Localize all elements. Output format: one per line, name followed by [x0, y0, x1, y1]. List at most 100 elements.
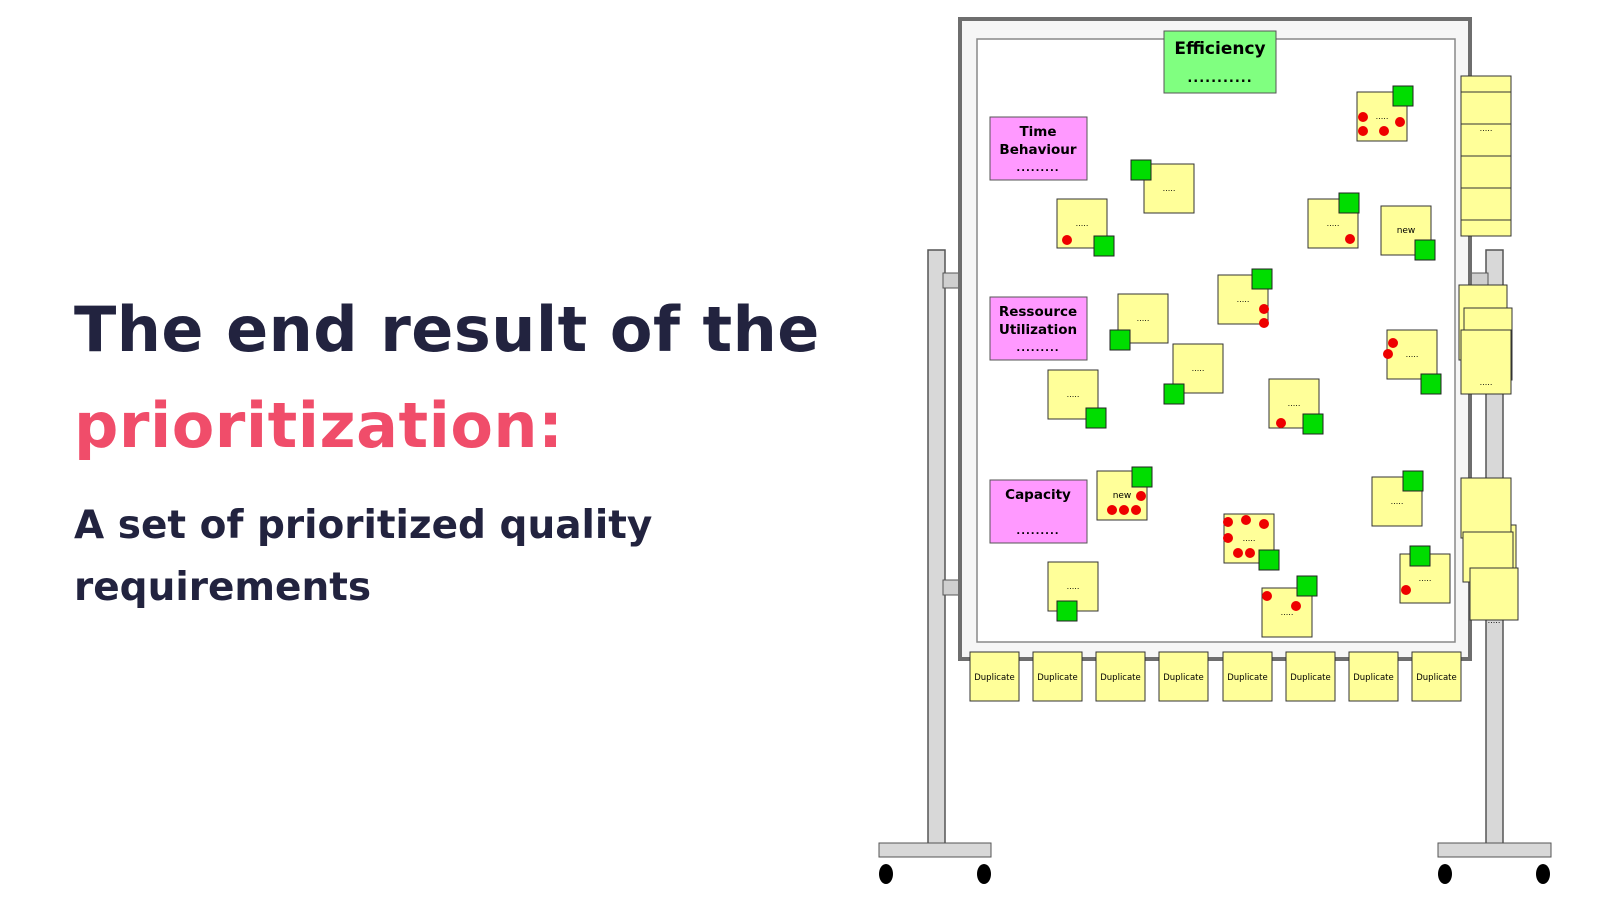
side-sticky-stacks: ........................................: [1459, 76, 1518, 625]
green-priority-marker: [1259, 550, 1279, 570]
sticky-note-text: .....: [1243, 534, 1256, 543]
sticky-note: .....: [1110, 294, 1168, 350]
sticky-note-text: .....: [1163, 184, 1176, 193]
duplicate-note: Duplicate: [1412, 652, 1461, 701]
sticky-note-text: .....: [1237, 295, 1250, 304]
red-vote-dot: [1291, 601, 1301, 611]
sticky-note-text: .....: [1192, 364, 1205, 373]
sticky-note-new-label: new: [1397, 226, 1416, 236]
side-sticky-note: .....: [1461, 76, 1511, 236]
category-capacity-label: Capacity: [1005, 487, 1071, 503]
category-capacity: Capacity .........: [990, 480, 1087, 543]
green-priority-marker: [1421, 374, 1441, 394]
green-priority-marker: [1131, 160, 1151, 180]
sticky-note: .....: [1400, 546, 1450, 603]
green-priority-marker: [1403, 471, 1423, 491]
red-vote-dot: [1358, 126, 1368, 136]
category-efficiency-dots: ...........: [1187, 71, 1252, 86]
green-priority-marker: [1110, 330, 1130, 350]
red-vote-dot: [1245, 548, 1255, 558]
category-time-behaviour-line2: Behaviour: [999, 142, 1076, 158]
red-vote-dot: [1259, 519, 1269, 529]
sticky-note-text: .....: [1137, 314, 1150, 323]
side-sticky-text: .....: [1480, 124, 1493, 133]
duplicate-note: Duplicate: [1223, 652, 1272, 701]
category-ressource-utilization-dots: .........: [1016, 343, 1059, 354]
category-ressource-utilization-line2: Utilization: [999, 322, 1077, 338]
red-vote-dot: [1276, 418, 1286, 428]
red-vote-dot: [1107, 505, 1117, 515]
green-priority-marker: [1303, 414, 1323, 434]
category-ressource-utilization-line1: Ressource: [999, 304, 1077, 320]
side-sticky-paper: [1470, 568, 1518, 620]
red-vote-dot: [1395, 117, 1405, 127]
red-vote-dot: [1379, 126, 1389, 136]
duplicate-note-label: Duplicate: [1290, 673, 1331, 683]
sticky-note: .....: [1218, 269, 1272, 328]
red-vote-dot: [1259, 318, 1269, 328]
sticky-note-text: .....: [1419, 574, 1432, 583]
sticky-note: .....: [1048, 370, 1106, 428]
red-vote-dot: [1233, 548, 1243, 558]
sticky-note: .....: [1269, 379, 1323, 434]
sticky-note-text: .....: [1406, 350, 1419, 359]
sticky-note-text: .....: [1391, 497, 1404, 506]
sticky-note: .....: [1357, 86, 1413, 141]
sticky-note: .....: [1223, 514, 1279, 570]
duplicate-note-label: Duplicate: [974, 673, 1015, 683]
side-sticky-text: .....: [1488, 616, 1501, 625]
red-vote-dot: [1062, 235, 1072, 245]
green-priority-marker: [1164, 384, 1184, 404]
sticky-note: new: [1381, 206, 1435, 260]
side-sticky-text: .....: [1480, 378, 1493, 387]
duplicate-note-label: Duplicate: [1100, 673, 1141, 683]
side-sticky-note: .....: [1461, 478, 1511, 538]
red-vote-dot: [1241, 515, 1251, 525]
green-priority-marker: [1094, 236, 1114, 256]
green-priority-marker: [1297, 576, 1317, 596]
green-priority-marker: [1410, 546, 1430, 566]
duplicate-note: Duplicate: [1286, 652, 1335, 701]
red-vote-dot: [1136, 491, 1146, 501]
red-vote-dot: [1401, 585, 1411, 595]
red-vote-dot: [1119, 505, 1129, 515]
duplicate-note: Duplicate: [1033, 652, 1082, 701]
sticky-note-new-label: new: [1113, 491, 1132, 501]
sticky-note-text: .....: [1067, 390, 1080, 399]
red-vote-dot: [1131, 505, 1141, 515]
sticky-note: new: [1097, 467, 1152, 520]
green-priority-marker: [1415, 240, 1435, 260]
duplicate-note: Duplicate: [1096, 652, 1145, 701]
red-vote-dot: [1383, 349, 1393, 359]
category-efficiency: Efficiency ...........: [1164, 31, 1276, 93]
side-sticky-note: .....: [1461, 330, 1511, 394]
sticky-note-text: .....: [1376, 112, 1389, 121]
green-priority-marker: [1252, 269, 1272, 289]
green-priority-marker: [1339, 193, 1359, 213]
sticky-note-text: .....: [1281, 608, 1294, 617]
duplicate-note: Duplicate: [1349, 652, 1398, 701]
category-time-behaviour-line1: Time: [1019, 124, 1056, 140]
duplicate-note: Duplicate: [970, 652, 1019, 701]
green-priority-marker: [1393, 86, 1413, 106]
sticky-note-text: .....: [1288, 399, 1301, 408]
duplicate-note-label: Duplicate: [1037, 673, 1078, 683]
red-vote-dot: [1358, 112, 1368, 122]
duplicate-note-label: Duplicate: [1416, 673, 1457, 683]
sticky-note: .....: [1057, 199, 1114, 256]
sticky-note: .....: [1372, 471, 1423, 526]
sticky-note-text: .....: [1327, 219, 1340, 228]
red-vote-dot: [1259, 304, 1269, 314]
duplicate-note-label: Duplicate: [1353, 673, 1394, 683]
sticky-note-text: .....: [1076, 219, 1089, 228]
category-capacity-dots: .........: [1016, 526, 1059, 537]
red-vote-dot: [1262, 591, 1272, 601]
duplicate-note-label: Duplicate: [1227, 673, 1268, 683]
red-vote-dot: [1223, 533, 1233, 543]
category-time-behaviour: Time Behaviour .........: [990, 117, 1087, 180]
category-time-behaviour-dots: .........: [1016, 163, 1059, 174]
category-efficiency-label: Efficiency: [1174, 39, 1265, 59]
sticky-note: .....: [1308, 193, 1359, 248]
red-vote-dot: [1345, 234, 1355, 244]
duplicate-note: Duplicate: [1159, 652, 1208, 701]
